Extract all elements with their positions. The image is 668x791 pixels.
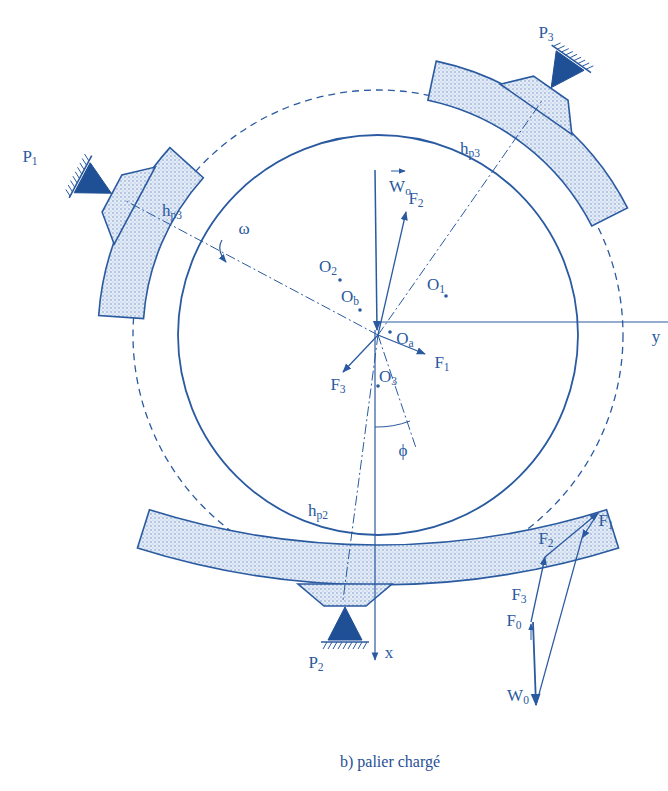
pad-pivot-boss	[500, 76, 572, 134]
ground-hatch	[323, 642, 327, 649]
ground-hatch	[68, 185, 72, 192]
diagram-label: ϕ	[398, 442, 409, 459]
ground-hatch	[566, 51, 573, 54]
ground-hatch	[570, 54, 577, 57]
ground-hatch	[553, 43, 560, 46]
tilting-pad	[428, 61, 628, 226]
diagram-label: y	[651, 328, 662, 345]
ground-hatch	[80, 163, 84, 170]
ground-hatch	[561, 49, 568, 52]
diagram-label: Wo	[388, 178, 412, 198]
polygon-load	[533, 622, 536, 705]
centre-point	[388, 330, 392, 334]
force-vector	[378, 212, 406, 335]
diagram-label: F2	[407, 190, 424, 210]
angle-arc	[375, 421, 410, 427]
ground-hatch	[85, 154, 89, 161]
ground-line	[552, 45, 591, 73]
ground-hatch	[586, 66, 593, 69]
diagram-label: O3	[378, 368, 398, 388]
figure-caption: b) palier chargé	[340, 753, 440, 771]
shaft-circle	[178, 135, 578, 535]
diagram-label: W0	[506, 687, 530, 707]
force-vector	[343, 335, 378, 372]
diagram-label: ω	[237, 220, 250, 237]
ground-hatch	[73, 176, 77, 183]
pivot-support	[328, 607, 362, 640]
ground-hatch	[574, 57, 581, 60]
polygon-closure	[536, 538, 582, 705]
diagram-label: hp3	[161, 202, 183, 222]
ground-hatch	[578, 60, 585, 63]
tilting-pad	[99, 148, 204, 319]
polygon-force	[582, 513, 598, 538]
polygon-force	[531, 624, 532, 640]
pad-pivot-boss	[102, 167, 155, 244]
diagram-label: Ob	[340, 288, 360, 308]
center-line	[378, 335, 416, 448]
diagram-label: F2	[537, 530, 554, 550]
center-line	[378, 102, 541, 335]
diagram-label: P2	[307, 654, 324, 674]
ground-hatch	[348, 642, 352, 649]
ground-hatch	[71, 181, 75, 188]
ground-hatch	[343, 642, 347, 649]
diagram-label: Oa	[395, 330, 414, 350]
diagram-label: F3	[329, 376, 346, 396]
diagram-label: F3	[510, 586, 527, 606]
ground-hatch	[82, 158, 86, 165]
ground-hatch	[328, 642, 332, 649]
tilting-pad	[137, 510, 618, 585]
ground-hatch	[582, 63, 589, 66]
y-axis	[378, 321, 668, 322]
center-line	[343, 335, 378, 600]
diagram-label: O1	[426, 276, 446, 296]
diagram-label: P1	[21, 148, 38, 168]
ground-hatch	[363, 642, 367, 649]
diagram-label: F1	[597, 512, 614, 532]
diagram-label: hp3	[459, 140, 481, 160]
ground-hatch	[66, 189, 70, 196]
vector-overbar	[391, 171, 405, 172]
centre-point	[358, 308, 362, 312]
load-vector	[375, 170, 377, 330]
ground-hatch	[338, 642, 342, 649]
diagram-label: F0	[505, 612, 522, 632]
diagram-label: F1	[433, 354, 450, 374]
x-axis	[374, 330, 375, 660]
ground-hatch	[557, 46, 564, 49]
ground-hatch	[353, 642, 357, 649]
ground-hatch	[333, 642, 337, 649]
polygon-force	[531, 557, 545, 622]
ground-hatch	[78, 167, 82, 174]
rotation-arrow	[220, 240, 226, 262]
diagram-label: O2	[318, 258, 338, 278]
center-line	[126, 201, 378, 335]
diagram-label: x	[384, 644, 395, 661]
diagram-label: hp2	[307, 502, 329, 522]
diagram-label: P3	[537, 24, 554, 44]
ground-hatch	[358, 642, 362, 649]
polygon-force	[545, 513, 598, 557]
ground-hatch	[75, 172, 79, 179]
centre-point	[338, 278, 342, 282]
